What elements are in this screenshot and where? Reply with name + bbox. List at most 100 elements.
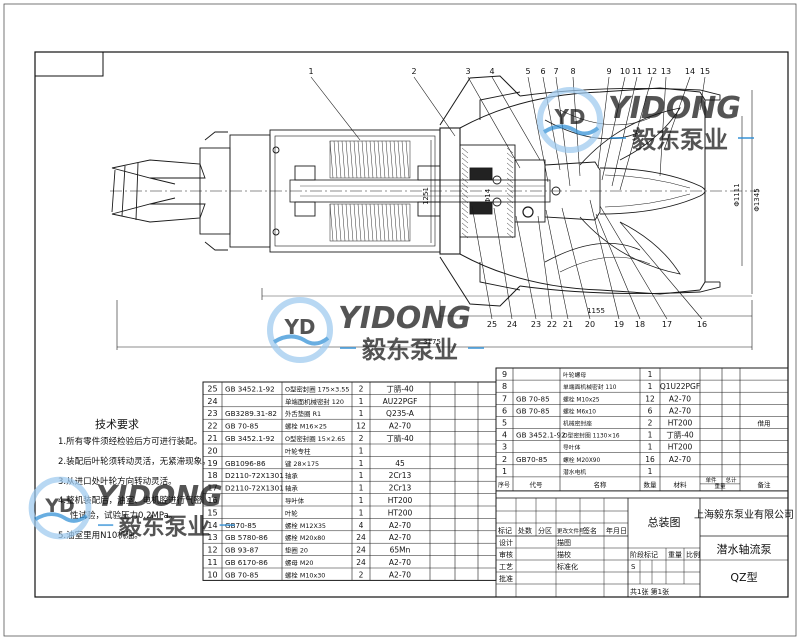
bom-material: 65Mn xyxy=(390,546,411,555)
svg-text:代号: 代号 xyxy=(530,480,544,489)
bom-qty: 1 xyxy=(359,459,364,468)
bom-material: A2-70 xyxy=(389,533,411,542)
watermark-brand-cn: 毅东泵业 xyxy=(631,126,728,154)
tech-item-1: 1.所有零件须经检验后方可进行装配。 xyxy=(58,436,202,447)
bom-name: 叶轮螺母 xyxy=(563,371,586,379)
bom-no: 17 xyxy=(207,484,217,493)
bom-no: 21 xyxy=(207,434,217,443)
watermark-badge: YD xyxy=(553,105,585,129)
svg-text:名称: 名称 xyxy=(594,480,608,489)
balloon-4: 4 xyxy=(489,67,494,76)
tech-item-5: 性试验，试验压力0.2MPa。 xyxy=(70,510,177,521)
balloon-14: 14 xyxy=(685,67,695,76)
bom-no: 6 xyxy=(502,406,507,415)
tb-label-count: 处数 xyxy=(518,526,532,535)
bom-qty: 24 xyxy=(356,533,366,542)
bom-name: O型密封圈 15×2.65 xyxy=(285,434,345,443)
tb-label-check: 描校 xyxy=(557,550,571,559)
bom-name: 单端面机械密封 120 xyxy=(285,397,344,406)
bom-code: GB3289.31-82 xyxy=(225,409,277,418)
bom-qty: 2 xyxy=(359,434,364,443)
balloon-19: 19 xyxy=(614,320,624,329)
bom-name: 螺栓 M20x80 xyxy=(285,533,325,542)
bom-qty: 1 xyxy=(359,397,364,406)
bom-name: 轴承 xyxy=(285,484,298,493)
bom-no: 5 xyxy=(502,419,507,428)
balloon-11: 11 xyxy=(632,67,642,76)
bom-no: 24 xyxy=(207,397,217,406)
tb-label-review: 审核 xyxy=(499,550,513,559)
bom-material: HT200 xyxy=(668,443,693,452)
bom-material: HT200 xyxy=(668,419,693,428)
bom-name: 导叶体 xyxy=(285,496,305,505)
title-block xyxy=(495,497,789,598)
balloon-21: 21 xyxy=(563,320,573,329)
balloon-16: 16 xyxy=(697,320,707,329)
bom-material: HT200 xyxy=(388,508,413,517)
bom-qty: 2 xyxy=(359,570,364,579)
bom-material: A2-70 xyxy=(389,422,411,431)
balloon-22: 22 xyxy=(547,320,557,329)
bom-name: 螺栓 M6x10 xyxy=(563,407,596,415)
bom-material: A2-70 xyxy=(669,394,691,403)
tech-title: 技术要求 xyxy=(95,418,139,431)
bom-code: GB 3452.1-92 xyxy=(516,431,566,440)
tb-label-mark: 标记 xyxy=(498,526,512,535)
title-block-text: 标记 处数 分区 更改文件号 签名 年月日 设计 审核 工艺 批准 描图 描校 … xyxy=(498,526,700,596)
dim-bore: Φ14 xyxy=(484,188,492,203)
svg-text:数量: 数量 xyxy=(644,480,658,489)
balloon-20: 20 xyxy=(585,320,595,329)
balloon-1: 1 xyxy=(308,67,313,76)
bom-qty: 6 xyxy=(648,406,653,415)
bom-material: 丁腈-40 xyxy=(386,433,413,443)
bom-material: A2-70 xyxy=(669,455,691,464)
bom-qty: 1 xyxy=(359,409,364,418)
tb-label-process: 工艺 xyxy=(499,563,513,571)
tb-label-approve: 批准 xyxy=(499,574,513,583)
company-name: 上海毅东泵业有限公司 xyxy=(694,508,794,521)
bom-code: GB 6170-86 xyxy=(225,558,268,567)
dim-outlet-dia: Φ1345 xyxy=(753,188,761,211)
bom-name: 螺栓 M10x30 xyxy=(285,570,325,579)
bom-qty: 12 xyxy=(645,394,655,403)
bom-name: O型密封圈 175×3.55 xyxy=(285,384,349,393)
tb-scale: 比例 xyxy=(686,550,700,559)
bom-name: 轴承 xyxy=(285,471,298,480)
watermark-badge: YD xyxy=(283,315,315,339)
watermark-brand: YIDONG xyxy=(338,301,471,336)
balloon-3: 3 xyxy=(465,67,470,76)
dim-motor-dia: 1251 xyxy=(422,187,430,205)
bom-no: 3 xyxy=(502,443,507,452)
bom-material: 2Cr13 xyxy=(389,471,412,480)
bom-code: GB 93-87 xyxy=(225,546,259,555)
pump-section-view xyxy=(110,75,760,307)
balloon-8: 8 xyxy=(570,67,575,76)
watermark-brand-cn: 毅东泵业 xyxy=(361,336,458,364)
balloon-5: 5 xyxy=(525,67,530,76)
bom-qty: 1 xyxy=(359,484,364,493)
bom-no: 19 xyxy=(207,459,217,468)
bom-no: 15 xyxy=(207,508,217,517)
bom-no: 13 xyxy=(207,533,217,542)
svg-text:单件: 单件 xyxy=(705,476,717,484)
watermark-brand: YIDONG xyxy=(96,480,222,513)
bom-no: 25 xyxy=(207,384,217,393)
bom-no: 20 xyxy=(207,446,217,455)
bom-qty: 1 xyxy=(359,496,364,505)
